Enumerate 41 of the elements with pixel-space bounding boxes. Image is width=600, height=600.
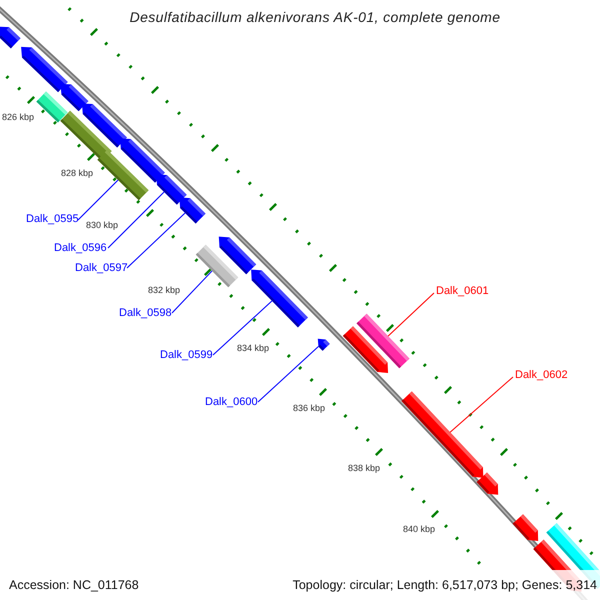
gene-block xyxy=(402,391,484,478)
gene-block xyxy=(251,270,308,328)
gene-label: Dalk_0598 xyxy=(119,307,172,319)
position-label: 830 kbp xyxy=(86,220,118,230)
position-label: 840 kbp xyxy=(403,524,436,534)
gene-bar xyxy=(36,92,68,122)
gene-block xyxy=(156,174,187,205)
position-label: 838 kbp xyxy=(348,463,380,473)
gene-block xyxy=(342,326,388,373)
gene-block xyxy=(21,46,68,92)
leader-line xyxy=(258,346,319,402)
leader-line xyxy=(212,300,272,356)
gene-block xyxy=(512,514,538,542)
accession-text: Accession: NC_011768 xyxy=(9,578,139,592)
gene-label: Dalk_0597 xyxy=(75,262,128,274)
gene-block xyxy=(476,472,498,495)
gene-label: Dalk_0599 xyxy=(160,349,213,361)
gene-block xyxy=(0,26,21,48)
leader-line xyxy=(450,376,514,433)
gene-block xyxy=(318,338,330,351)
position-label: 834 kbp xyxy=(237,343,270,353)
position-label: 836 kbp xyxy=(293,403,326,413)
leader-line xyxy=(78,180,119,220)
gene-label: Dalk_0601 xyxy=(436,285,489,297)
gene-block xyxy=(82,103,127,148)
gene-label: Dalk_0596 xyxy=(54,242,107,254)
gene-block xyxy=(179,197,206,224)
genome-summary-text: Topology: circular; Length: 6,517,073 bp; Genes: 5,314 xyxy=(292,578,597,592)
gene-bar xyxy=(196,244,238,288)
leader-line xyxy=(126,212,186,268)
position-label: 832 kbp xyxy=(148,285,180,295)
position-label: 828 kbp xyxy=(61,168,94,178)
leader-line xyxy=(388,292,434,337)
gene-label: Dalk_0600 xyxy=(205,396,258,408)
gene-label: Dalk_0602 xyxy=(515,369,568,381)
leader-line xyxy=(172,270,213,314)
position-label: 826 kbp xyxy=(2,112,34,122)
gene-block xyxy=(120,138,165,183)
map-title: Desulfatibacillum alkenivorans AK-01, complete genome xyxy=(128,9,502,25)
leader-line xyxy=(108,191,165,248)
gene-label: Dalk_0595 xyxy=(26,213,79,225)
